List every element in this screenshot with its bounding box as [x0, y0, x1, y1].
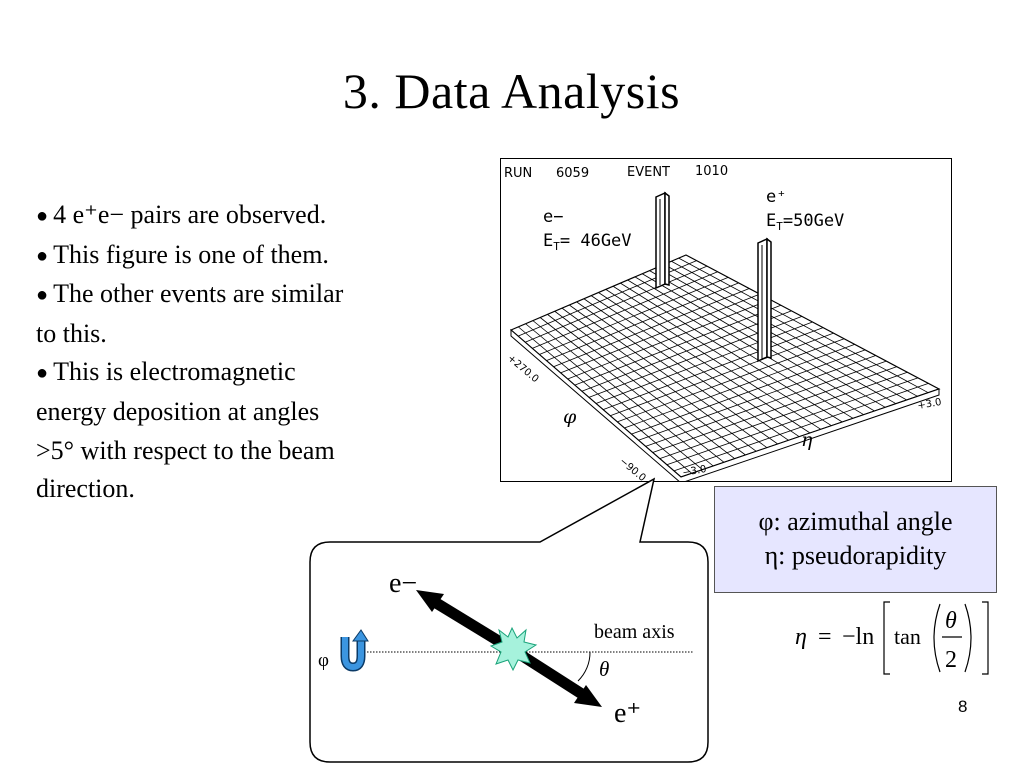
collision-burst-icon	[489, 626, 538, 672]
schematic-positron-label: e⁺	[614, 698, 641, 729]
grid-line	[659, 371, 908, 460]
positron-arrowhead	[574, 685, 602, 707]
formula-two: 2	[945, 647, 957, 673]
positron-label: e⁺	[766, 187, 786, 207]
run-label: RUN	[504, 166, 532, 181]
bullet-text: This is electromagnetic	[53, 357, 296, 387]
slide-title: 3. Data Analysis	[342, 63, 681, 119]
beam-axis-label: beam axis	[594, 621, 675, 643]
event-value: 1010	[695, 164, 728, 179]
event-display-svg: RUN 6059 EVENT 1010 e− ET= 46GeV e⁺ ET=5…	[504, 164, 943, 481]
run-value: 6059	[556, 166, 589, 181]
callout-bubble	[309, 477, 709, 763]
schematic-phi-label: φ	[318, 650, 329, 671]
positron-et-label: ET=50GeV	[766, 211, 844, 233]
formula-right-paren	[964, 603, 972, 673]
electron-label: e−	[543, 207, 563, 227]
grid-line	[652, 366, 897, 453]
eta-min-label: −3.0	[682, 464, 708, 479]
bullet-dot-icon: ●	[36, 284, 49, 307]
bullet-text: This figure is one of them.	[53, 239, 329, 269]
bullet-item: ●4 e⁺e− pairs are observed.	[36, 196, 496, 236]
electron-track	[430, 596, 513, 653]
bullet-dot-icon: ●	[36, 205, 49, 227]
page-number: 8	[958, 697, 968, 716]
bullet-dot-icon: ●	[36, 362, 49, 385]
formula-tan: tan	[894, 624, 921, 649]
formula-right-bracket	[982, 601, 989, 675]
theta-arc	[577, 651, 591, 682]
phi-definition: φ: azimuthal angle	[758, 507, 953, 536]
bullet-continuation: direction.	[36, 474, 135, 504]
theta-label: θ	[599, 657, 609, 681]
rotation-arrow-icon	[340, 629, 369, 672]
formula-minus-ln: −ln	[842, 624, 874, 650]
event-label: EVENT	[627, 165, 670, 180]
formula-eta: η	[795, 624, 807, 650]
bullet-continuation: >5° with respect to the beam	[36, 435, 335, 465]
grid-line	[673, 383, 929, 472]
bullet-continuation: energy deposition at angles	[36, 396, 320, 426]
bullet-item: ●This figure is one of them.	[36, 236, 496, 276]
pseudorapidity-formula: η = −ln tan θ 2	[795, 601, 989, 675]
bullet-item: ●The other events are similar	[36, 275, 496, 315]
lego-grid-edge	[510, 328, 940, 481]
eta-axis-label: η	[801, 429, 813, 451]
event-display-figure: RUN 6059 EVENT 1010 e− ET= 46GeV e⁺ ET=5…	[500, 158, 952, 482]
formula-left-bracket	[883, 601, 890, 675]
grid-line	[666, 377, 919, 466]
grid-line	[663, 264, 907, 401]
bullet-text: 4 e⁺e− pairs are observed.	[53, 200, 327, 229]
phi-axis-label: φ	[563, 406, 577, 428]
lego-grid	[509, 254, 941, 481]
eta-max-label: +3.0	[917, 397, 943, 412]
positron-tower	[757, 237, 772, 363]
electron-arrowhead	[416, 590, 444, 612]
formula-left-paren	[933, 603, 941, 673]
schematic-electron-label: e−	[389, 568, 417, 599]
grid-line	[671, 260, 918, 397]
electron-et-label: ET= 46GeV	[543, 231, 632, 253]
formula-equals: =	[818, 624, 832, 650]
bullet-continuation: to this.	[36, 318, 107, 348]
formula-theta: θ	[945, 608, 957, 634]
bullet-item: ●This is electromagnetic	[36, 353, 496, 393]
eta-definition: η: pseudorapidity	[764, 541, 947, 570]
grid-line	[678, 257, 929, 394]
bullet-text: The other events are similar	[53, 279, 344, 309]
definitions-box: φ: azimuthal angle η: pseudorapidity	[714, 486, 997, 593]
electron-tower	[655, 191, 670, 290]
bullet-list: ●4 e⁺e− pairs are observed. ●This figure…	[36, 196, 496, 509]
bullet-dot-icon: ●	[36, 244, 49, 267]
